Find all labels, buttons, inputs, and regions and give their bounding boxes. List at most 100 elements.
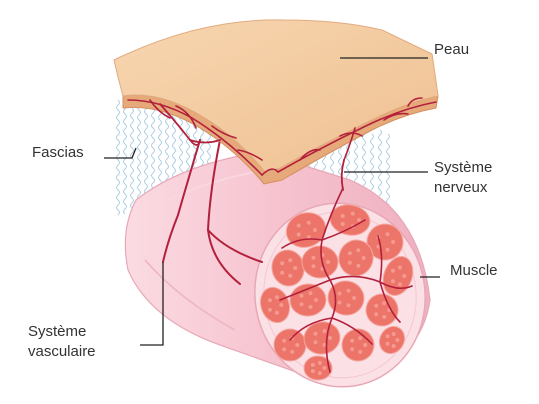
fiber-texture-dot [288,273,293,278]
fiber-bundle [366,223,404,261]
fiber-texture-dot [267,298,272,303]
fiber-texture-dot [313,331,318,336]
fiber-texture-dot [317,371,322,376]
fiber-texture-dot [347,251,352,256]
fiber-texture-dot [385,334,390,339]
fiber-texture-dot [310,369,315,374]
vascular-vessel [162,139,263,285]
fiber-texture-dot [293,266,298,270]
fiber-bundle [327,280,365,316]
fiber-texture-dot [385,341,390,346]
fiber-texture-dot [391,332,396,337]
label-systeme-nerveux-line2: nerveux [434,179,488,196]
label-systeme-nerveux: Système nerveux [434,158,492,198]
fiber-texture-dot [311,264,316,269]
fiber-texture-dot [308,304,313,309]
skin-slab [113,19,439,185]
fiber-texture-dot [279,303,284,307]
fiber-texture-dot [296,223,301,228]
fiber-texture-dot [288,258,293,263]
fiber-texture-dot [356,248,361,253]
fiber-texture-dot [350,347,355,352]
fiber-texture-dot [306,220,311,225]
fiber-texture-dot [282,347,287,352]
leader-line-fascias [104,147,137,159]
fascia-strand [130,107,134,214]
fiber-texture-dot [322,366,327,370]
fiber-texture-dot [390,268,395,273]
fiber-texture-dot [358,349,363,354]
fiber-texture-dot [352,296,357,300]
fiber-texture-dot [402,274,407,278]
fiber-texture-dot [280,270,285,275]
label-muscle: Muscle [450,262,498,279]
leader-lines [104,57,440,346]
label-peau: Peau [434,41,470,58]
muscle-fiber-bundles [259,204,414,381]
fiber-texture-dot [322,329,327,334]
fiber-bundle [303,321,341,355]
fiber-texture-dot [274,295,279,300]
fiber-texture-dot [382,301,387,306]
fiber-texture-dot [308,291,313,296]
fiber-bundle [338,239,374,277]
muscle-vessel-network [279,187,413,373]
label-fascias: Fascias [32,144,84,161]
fiber-texture-dot [267,307,272,312]
fiber-texture-dot [361,256,366,260]
fiber-texture-dot [295,343,300,347]
fiber-texture-dot [390,279,395,284]
fiber-bundle [382,256,414,296]
fiber-texture-dot [382,314,387,319]
fascia-strand [123,103,127,215]
fiber-texture-dot [374,312,379,317]
fiber-texture-dot [385,232,390,237]
fiber-bundle [341,328,375,362]
fiber-bundle [303,355,333,381]
fiber-bundle [301,245,339,279]
fiber-texture-dot [374,303,379,308]
label-systeme-vasculaire-line2: vasculaire [28,343,96,360]
fiber-texture-dot [337,300,342,305]
nerve-fiber [159,103,345,191]
fiber-texture-dot [313,228,317,232]
label-systeme-nerveux-line1: Système [434,159,493,176]
fiber-texture-dot [313,340,318,345]
fiber-texture-dot [290,349,295,354]
fiber-texture-dot [346,303,351,308]
fiber-texture-dot [296,232,301,237]
fiber-texture-dot [385,247,390,252]
fiber-texture-dot [299,302,304,307]
label-systeme-vasculaire-line1: Système [28,323,87,340]
fiber-texture-dot [340,214,345,219]
fiber-texture-dot [358,336,363,341]
fiber-texture-dot [299,293,304,298]
fiber-texture-dot [310,362,315,367]
fiber-texture-dot [328,336,333,340]
fiber-texture-dot [311,255,316,260]
fiber-texture-dot [357,218,361,222]
fiber-texture-dot [280,261,285,266]
fiber-bundle [259,286,291,324]
fiber-texture-dot [326,260,331,264]
fiber-texture-dot [376,244,381,249]
fiber-texture-dot [391,240,396,244]
fiber-texture-dot [317,360,322,365]
fiber-bundle [378,325,406,355]
fascia-strand [137,99,141,211]
fiber-texture-dot [350,211,355,216]
leader-line-vasculaire [140,262,164,346]
fiber-texture-dot [347,260,352,265]
fiber-texture-dot [391,343,396,348]
label-systeme-vasculaire: Système vasculaire [28,322,96,362]
fiber-texture-dot [395,338,400,342]
fiber-texture-dot [322,342,327,347]
fiber-texture-dot [340,221,345,226]
fiber-texture-dot [337,291,342,296]
fiber-texture-dot [282,338,287,343]
fiber-texture-dot [363,343,368,347]
fascia-strand [144,103,148,210]
fiber-texture-dot [356,263,361,268]
fiber-texture-dot [350,338,355,343]
